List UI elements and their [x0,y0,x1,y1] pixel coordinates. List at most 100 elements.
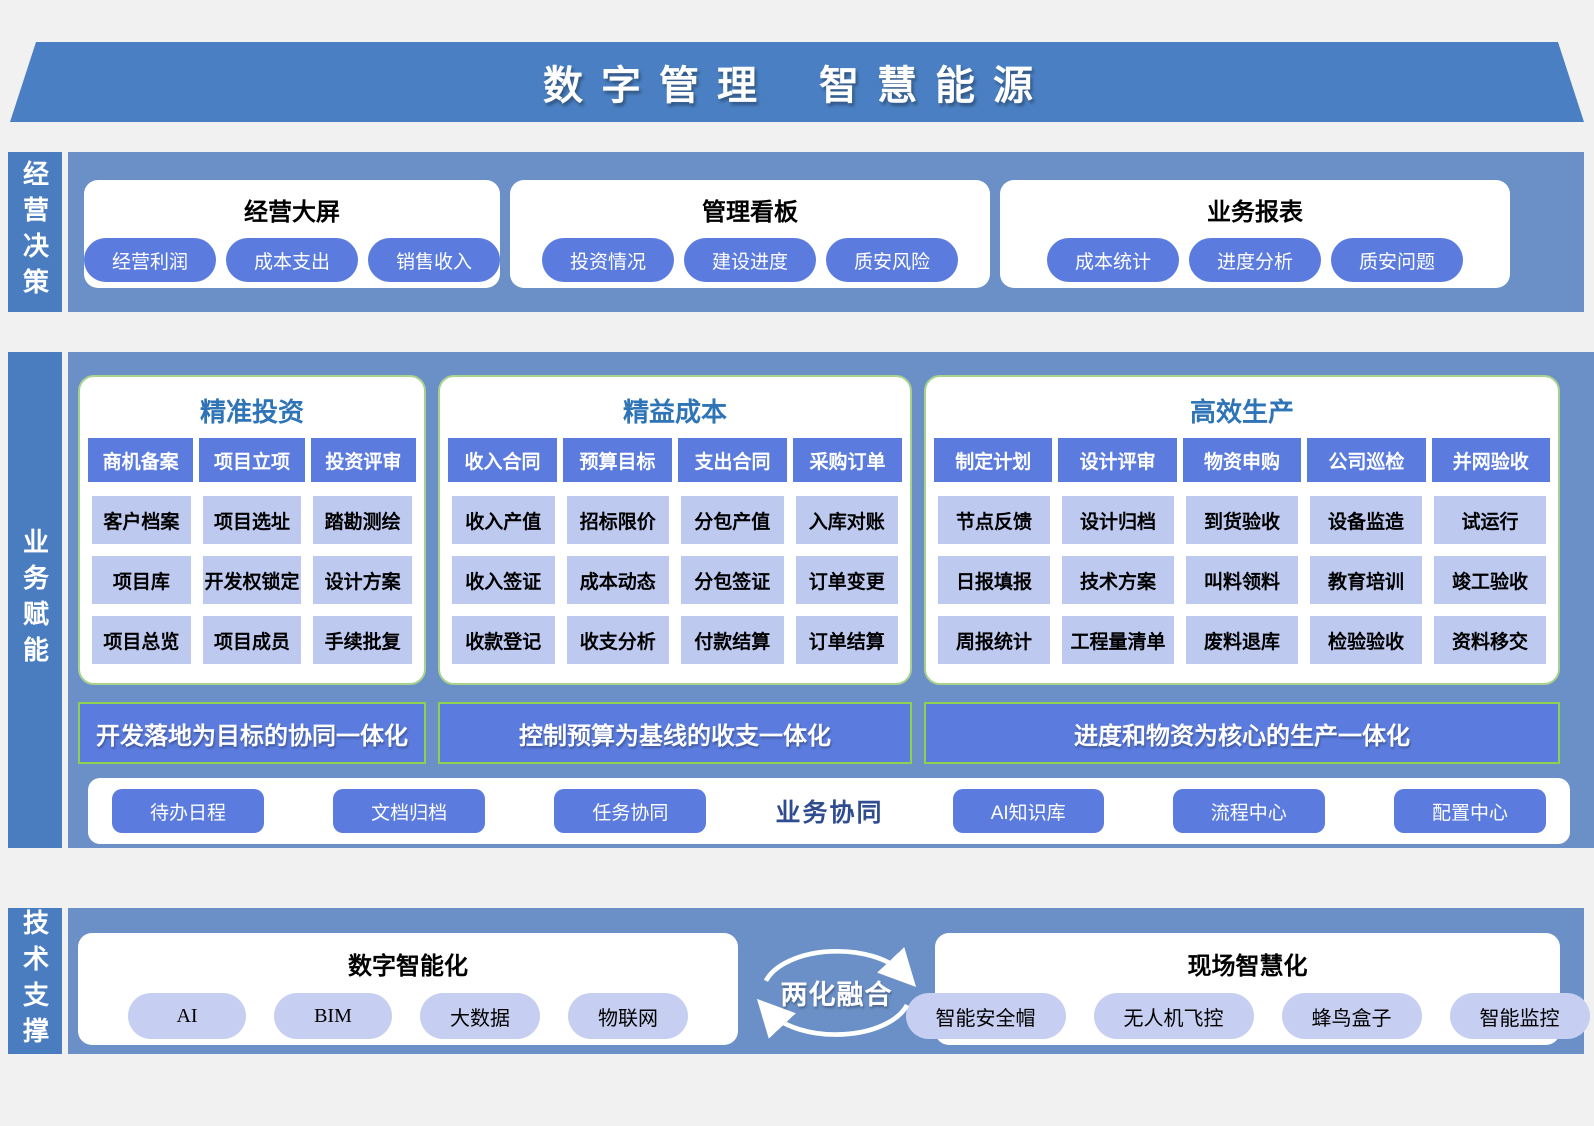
metric-pill[interactable]: 质安风险 [826,238,959,282]
metric-pill[interactable]: 销售收入 [368,238,501,282]
module-header-cell[interactable]: 商机备案 [88,438,194,482]
module-cell[interactable]: 项目选址 [202,496,302,544]
collab-button[interactable]: 流程中心 [1172,789,1325,833]
module-cell[interactable]: 试运行 [1434,496,1546,544]
business-band: 精准投资商机备案项目立项投资评审客户档案项目选址踏勘测绘项目库开发权锁定设计方案… [68,352,1594,848]
metric-pill[interactable]: 经营利润 [84,238,217,282]
module-row: 日报填报技术方案叫料领料教育培训竣工验收 [938,556,1546,604]
module-cell[interactable]: 手续批复 [313,616,412,664]
module-header-cell[interactable]: 并网验收 [1431,438,1550,482]
collab-button[interactable]: 配置中心 [1393,789,1546,833]
fusion-label: 两化融合 [780,979,893,1010]
module-cell[interactable]: 项目总览 [92,616,191,664]
module-cell[interactable]: 资料移交 [1434,616,1546,664]
module-header-cell[interactable]: 预算目标 [563,438,672,482]
module-row: 节点反馈设计归档到货验收设备监造试运行 [938,496,1546,544]
module-cell[interactable]: 收款登记 [452,616,555,664]
metric-pill[interactable]: 成本支出 [226,238,359,282]
tech-pill[interactable]: 智能安全帽 [905,993,1066,1039]
business-card: 高效生产制定计划设计评审物资申购公司巡检并网验收节点反馈设计归档到货验收设备监造… [924,375,1560,685]
module-cell[interactable]: 收支分析 [566,616,669,664]
module-cell[interactable]: 客户档案 [92,496,191,544]
collab-button[interactable]: 文档归档 [333,789,486,833]
section-decision: 经营决策 经营大屏经营利润成本支出销售收入管理看板投资情况建设进度质安风险业务报… [8,152,1584,312]
module-cell[interactable]: 叫料领料 [1186,556,1298,604]
module-cell[interactable]: 日报填报 [938,556,1050,604]
module-header-cell[interactable]: 项目立项 [199,438,305,482]
top-banner: 数字管理 智慧能源 [10,42,1584,122]
module-cell[interactable]: 废料退库 [1186,616,1298,664]
tech-pill[interactable]: 大数据 [420,993,540,1039]
collab-button[interactable]: AI知识库 [952,789,1104,833]
collab-label: 业务协同 [775,799,884,827]
module-cell[interactable]: 收入产值 [452,496,555,544]
tech-pill[interactable]: AI [128,993,246,1039]
tech-pill[interactable]: BIM [274,993,392,1039]
tech-pill[interactable]: 智能监控 [1449,993,1590,1039]
module-cell[interactable]: 工程量清单 [1062,616,1174,664]
tech-pill[interactable]: 蜂鸟盒子 [1281,993,1422,1039]
module-body: 收入产值招标限价分包产值入库对账收入签证成本动态分包签证订单变更收款登记收支分析… [440,496,910,664]
module-cell[interactable]: 设计归档 [1062,496,1174,544]
module-header-cell[interactable]: 公司巡检 [1307,438,1426,482]
tech-pill[interactable]: 无人机飞控 [1093,993,1254,1039]
module-cell[interactable]: 周报统计 [938,616,1050,664]
module-cell[interactable]: 开发权锁定 [202,556,302,604]
module-body: 客户档案项目选址踏勘测绘项目库开发权锁定设计方案项目总览项目成员手续批复 [80,496,424,664]
module-row: 项目总览项目成员手续批复 [92,616,412,664]
module-body: 节点反馈设计归档到货验收设备监造试运行日报填报技术方案叫料领料教育培训竣工验收周… [926,496,1558,664]
collab-button[interactable]: 任务协同 [554,789,707,833]
decision-side-label: 经营决策 [8,152,62,312]
business-side-label: 业务赋能 [8,352,62,848]
module-header-cell[interactable]: 支出合同 [678,438,787,482]
module-header-cell[interactable]: 制定计划 [934,438,1053,482]
module-cell[interactable]: 订单变更 [795,556,898,604]
tech-card-title: 现场智慧化 [1187,953,1308,980]
metric-pill[interactable]: 质安问题 [1331,238,1464,282]
tech-card: 现场智慧化智能安全帽无人机飞控蜂鸟盒子智能监控 [905,933,1590,1045]
module-cell[interactable]: 节点反馈 [938,496,1050,544]
module-header-cell[interactable]: 采购订单 [793,438,902,482]
module-header-cell[interactable]: 设计评审 [1058,438,1177,482]
metric-pill[interactable]: 建设进度 [684,238,817,282]
module-cell[interactable]: 技术方案 [1062,556,1174,604]
module-cell[interactable]: 教育培训 [1310,556,1422,604]
module-cell[interactable]: 成本动态 [566,556,669,604]
module-cell[interactable]: 分包产值 [681,496,784,544]
module-cell[interactable]: 入库对账 [795,496,898,544]
module-cell[interactable]: 到货验收 [1186,496,1298,544]
module-cell[interactable]: 项目库 [92,556,191,604]
metric-pill[interactable]: 进度分析 [1189,238,1322,282]
module-cell[interactable]: 踏勘测绘 [313,496,412,544]
decision-card-pills: 成本统计进度分析质安问题 [1047,238,1464,282]
module-cell[interactable]: 设备监造 [1310,496,1422,544]
module-row: 客户档案项目选址踏勘测绘 [92,496,412,544]
decision-band: 经营大屏经营利润成本支出销售收入管理看板投资情况建设进度质安风险业务报表成本统计… [68,152,1584,312]
tech-pill[interactable]: 物联网 [568,993,688,1039]
decision-card-pills: 经营利润成本支出销售收入 [84,238,501,282]
module-header-cell[interactable]: 投资评审 [310,438,416,482]
module-row: 收入签证成本动态分包签证订单变更 [452,556,898,604]
module-cell[interactable]: 设计方案 [313,556,412,604]
module-header-row: 收入合同预算目标支出合同采购订单 [440,438,910,482]
module-cell[interactable]: 检验验收 [1310,616,1422,664]
metric-pill[interactable]: 投资情况 [542,238,675,282]
module-cell[interactable]: 订单结算 [795,616,898,664]
decision-card-title: 业务报表 [1207,199,1304,226]
tech-side-label-text: 技术支撑 [19,909,50,1053]
metric-pill[interactable]: 成本统计 [1047,238,1180,282]
module-cell[interactable]: 付款结算 [681,616,784,664]
collab-button[interactable]: 待办日程 [112,789,265,833]
module-row: 收入产值招标限价分包产值入库对账 [452,496,898,544]
module-header-cell[interactable]: 物资申购 [1182,438,1302,482]
module-cell[interactable]: 分包签证 [681,556,784,604]
module-cell[interactable]: 项目成员 [202,616,302,664]
business-card-title: 精准投资 [199,397,304,427]
module-header-cell[interactable]: 收入合同 [448,438,557,482]
decision-card-title: 管理看板 [702,199,799,226]
module-cell[interactable]: 收入签证 [452,556,555,604]
module-cell[interactable]: 竣工验收 [1434,556,1546,604]
module-cell[interactable]: 招标限价 [566,496,669,544]
business-side-label-text: 业务赋能 [19,528,50,672]
